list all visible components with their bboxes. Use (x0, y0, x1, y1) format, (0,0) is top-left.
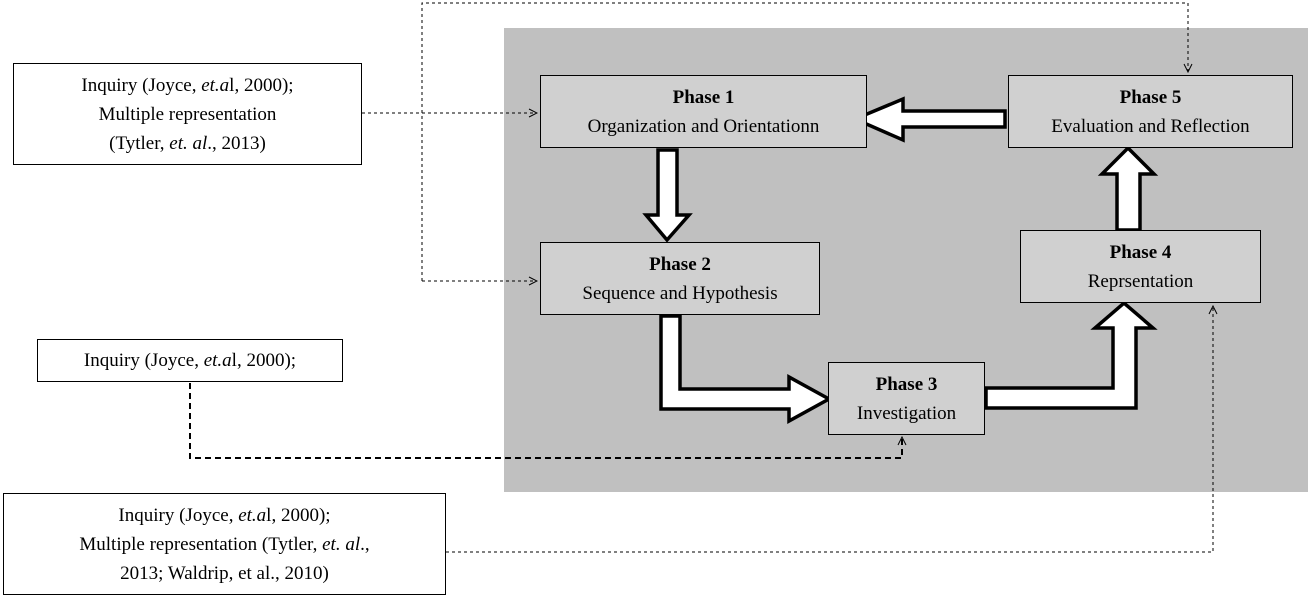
source-bottom-line-3: 2013; Waldrip, et al., 2010) (120, 562, 329, 584)
phase-1-text: Organization and Orientationn (587, 115, 820, 137)
phase-1-title: Phase 1 (672, 86, 735, 108)
block-arrow-phase1-to-phase2 (642, 148, 693, 243)
phase-5-title: Phase 5 (1119, 86, 1182, 108)
source-bottom-line-1: Inquiry (Joyce, et.al, 2000); (118, 504, 331, 526)
phase-1-box: Phase 1 Organization and Orientationn (540, 75, 867, 148)
phase-3-title: Phase 3 (875, 373, 938, 395)
connector-middle-source-to-phase3 (189, 383, 902, 459)
source-box-bottom: Inquiry (Joyce, et.al, 2000); Multiple r… (3, 493, 446, 595)
source-top-line-3: (Tytler, et. al., 2013) (109, 132, 266, 154)
block-arrow-phase2-to-phase3 (659, 314, 833, 424)
source-bottom-line-2: Multiple representation (Tytler, et. al.… (79, 533, 370, 555)
source-middle-line-1: Inquiry (Joyce, et.al, 2000); (83, 350, 297, 371)
phase-3-box: Phase 3 Investigation (828, 362, 985, 435)
phase-5-text: Evaluation and Reflection (1051, 115, 1250, 137)
connector-loop-to-phase5 (421, 2, 1188, 281)
phase-4-title: Phase 4 (1109, 241, 1172, 263)
source-box-middle: Inquiry (Joyce, et.al, 2000); (37, 339, 343, 382)
phase-4-text: Reprsentation (1087, 270, 1194, 292)
phase-2-box: Phase 2 Sequence and Hypothesis (540, 242, 820, 315)
source-top-line-1: Inquiry (Joyce, et.al, 2000); (81, 74, 294, 96)
phase-3-text: Investigation (856, 402, 957, 424)
block-arrow-phase5-to-phase1 (850, 96, 1007, 143)
phase-4-box: Phase 4 Reprsentation (1020, 230, 1261, 303)
source-top-line-2: Multiple representation (98, 103, 277, 125)
block-arrow-phase3-to-phase4 (984, 300, 1158, 410)
phase-2-text: Sequence and Hypothesis (582, 282, 778, 304)
source-box-top: Inquiry (Joyce, et.al, 2000); Multiple r… (13, 63, 362, 165)
phase-5-box: Phase 5 Evaluation and Reflection (1008, 75, 1293, 148)
connector-bottom-source-to-phase4 (446, 306, 1213, 553)
block-arrow-phase4-to-phase5 (1097, 145, 1159, 232)
phase-2-title: Phase 2 (649, 253, 711, 275)
